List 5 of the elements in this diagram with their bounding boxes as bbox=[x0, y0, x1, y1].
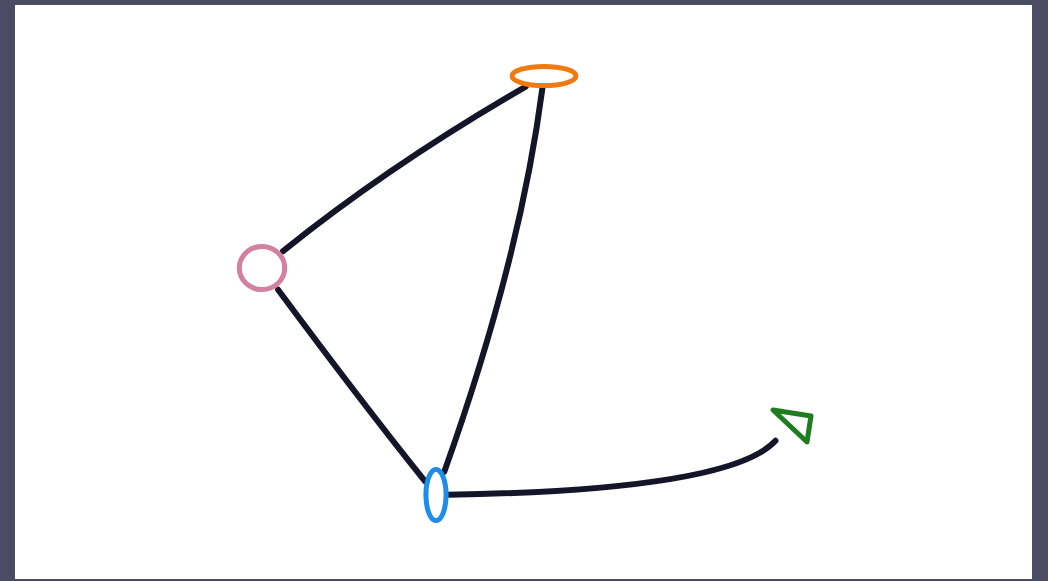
circle-node bbox=[235, 241, 289, 295]
connector-line bbox=[441, 85, 546, 475]
connector-line bbox=[445, 437, 779, 498]
connector-line bbox=[275, 286, 429, 485]
connector-line bbox=[280, 83, 529, 255]
